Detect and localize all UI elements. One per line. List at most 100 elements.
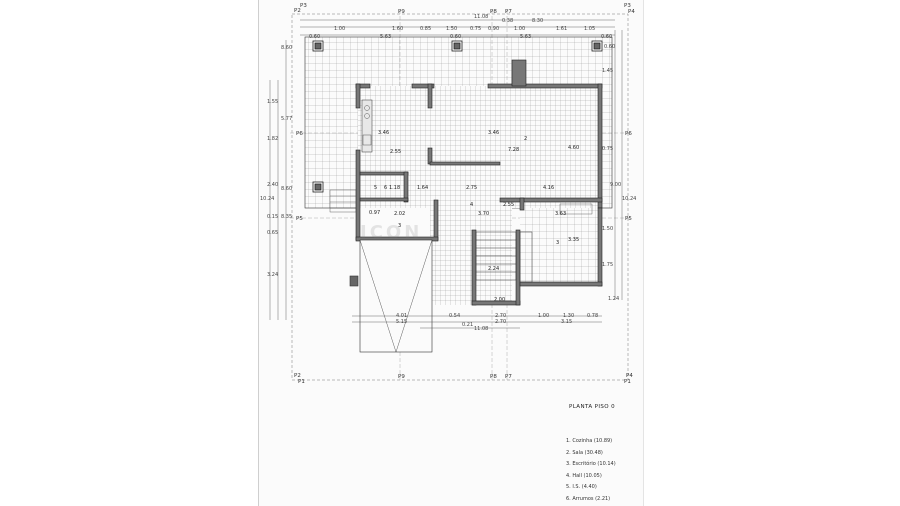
room-number-hall: 4: [470, 202, 473, 208]
dim-inner: 2.24: [488, 266, 499, 272]
legend-item: 3. Escritório (10.14): [566, 461, 616, 467]
watermark-logo: ICON: [360, 222, 423, 243]
dim-left: 3.24: [267, 272, 278, 278]
left-dimension-lines: [269, 40, 287, 320]
dim-bottom-row1: 1.30: [563, 313, 574, 319]
axis-label-p5-right: P5: [625, 216, 632, 222]
driveway: [349, 239, 433, 353]
dim-top-right: 8.30: [532, 18, 543, 24]
axis-label-p2: P2: [294, 8, 301, 14]
dim-left: 8.60: [281, 45, 292, 51]
dim-right: 0.75: [602, 146, 613, 152]
dim-right: 9.00: [610, 182, 621, 188]
entrance-steps: [329, 189, 593, 215]
dim-top-row3: 0.60: [309, 34, 320, 40]
dim-inner: 3.63: [555, 211, 566, 217]
outer-frame: [291, 13, 629, 381]
room-number-escritorio: 3: [556, 240, 559, 246]
dim-bottom-row2: 3.15: [561, 319, 572, 325]
dim-left: 5.77: [281, 116, 292, 122]
dim-top-row2: 0.90: [488, 26, 499, 32]
room-number-sala: 2: [524, 136, 527, 142]
axis-label-p3: P3: [300, 3, 307, 9]
right-dimension-lines: [614, 30, 623, 300]
dim-inner: 7.28: [508, 147, 519, 153]
dim-right: 1.75: [602, 262, 613, 268]
dim-top-row3: 0.60: [601, 34, 612, 40]
dim-top-row3: 5.63: [380, 34, 391, 40]
dim-top-row2: 0.85: [420, 26, 431, 32]
dim-top-row3: 0.60: [450, 34, 461, 40]
kitchen-counter: [361, 99, 373, 153]
dim-right: 1.24: [608, 296, 619, 302]
dim-living: 3.46: [488, 130, 499, 136]
dim-bottom-overall: 11.08: [474, 326, 488, 332]
legend-item: 5. I.S. (4.40): [566, 484, 597, 490]
dim-left: 0.15: [267, 214, 278, 220]
axis-label-p4-top: P4: [628, 9, 635, 15]
room-label: 3: [398, 223, 401, 229]
axis-label-p6-right: P6: [625, 131, 632, 137]
dim-bottom-row1: 1.00: [538, 313, 549, 319]
dim-top-row2: 0.75: [470, 26, 481, 32]
dim-top-mid: 0.38: [502, 18, 513, 24]
dim-left: 8.35: [281, 214, 292, 220]
dim-top-row3: 5.63: [520, 34, 531, 40]
dim-left: 10.24: [260, 196, 274, 202]
dim-top-row2: 1.50: [446, 26, 457, 32]
dim-top-row2: 1.00: [514, 26, 525, 32]
legend-item: 6. Arrumos (2.21): [566, 495, 611, 502]
axis-label-p4-bottom: P4: [626, 373, 633, 379]
top-dimensions: 11.08 0.38 8.30 1.00 1.60 0.85 1.50 0.75…: [309, 14, 612, 40]
dim-inner: 4.60: [568, 145, 579, 151]
dim-right: 0.60: [604, 44, 615, 50]
axis-label-p8-bottom: P8: [490, 374, 497, 380]
dim-bottom-row2: 0.21: [462, 322, 473, 328]
axis-label-p8-top: P8: [490, 9, 497, 15]
dim-inner: 2.75: [466, 185, 477, 191]
axis-label-p6-left: P6: [296, 131, 303, 137]
dim-right: 10.24: [622, 196, 636, 202]
dim-bottom-row1: 4.01: [396, 313, 407, 319]
room-legend: 1. Cozinha (10.89) 2. Sala (30.48) 3. Es…: [566, 436, 616, 505]
dim-left: 1.82: [267, 136, 278, 142]
right-dimensions: 0.60 1.45 0.75 9.00 10.24 1.50 1.75 1.24: [602, 44, 636, 302]
legend-item: 2. Sala (30.48): [566, 449, 603, 456]
dim-inner: 3.70: [478, 211, 489, 217]
dim-inner: 4.16: [543, 185, 554, 191]
dim-inner: 0.97: [369, 210, 380, 216]
dim-bottom-row1: 2.70: [495, 313, 506, 319]
dim-top-row2: 1.05: [584, 26, 595, 32]
axis-label-p7-top: P7: [505, 9, 512, 15]
axis-label-p3-right: P3: [624, 3, 631, 9]
terrace-pillars: [312, 40, 603, 193]
dim-bottom-row2: 5.15: [396, 319, 407, 325]
axis-labels: P2 P3 P9 P8 P7 P3 P4 P6 P6 P5 P5 P2 P1 P…: [294, 3, 635, 385]
legend-item: 1. Cozinha (10.89): [566, 438, 613, 444]
dim-inner: 2.55: [503, 202, 514, 208]
legend-item: 4. Hall (10.05): [566, 472, 602, 479]
dim-right: 1.50: [602, 226, 613, 232]
axis-label-p1: P1: [298, 379, 305, 385]
dim-inner: 2.55: [390, 149, 401, 155]
dim-top-row2: 1.61: [556, 26, 567, 32]
dim-top-row2: 1.60: [392, 26, 403, 32]
staircase: [475, 231, 533, 283]
room-label: 1.18: [389, 185, 400, 191]
dim-bottom-row2: 2.70: [495, 319, 506, 325]
dim-left: 2.40: [267, 182, 278, 188]
plan-title: PLANTA PISO 0: [569, 404, 616, 410]
dim-left: 1.55: [267, 99, 278, 105]
room-label: 6: [384, 185, 387, 191]
dim-left: 0.65: [267, 230, 278, 236]
dim-right: 1.45: [602, 68, 613, 74]
axis-label-p7-bottom: P7: [505, 374, 512, 380]
dim-inner: 2.02: [394, 211, 405, 217]
left-dimensions: 8.60 1.55 5.77 1.82 2.40 8.60 8.35 0.15 …: [260, 45, 292, 278]
dim-bottom-row1: 0.78: [587, 313, 598, 319]
top-dimension-lines: [300, 19, 615, 36]
dim-inner: 2.00: [494, 297, 505, 303]
walls: [355, 59, 603, 306]
